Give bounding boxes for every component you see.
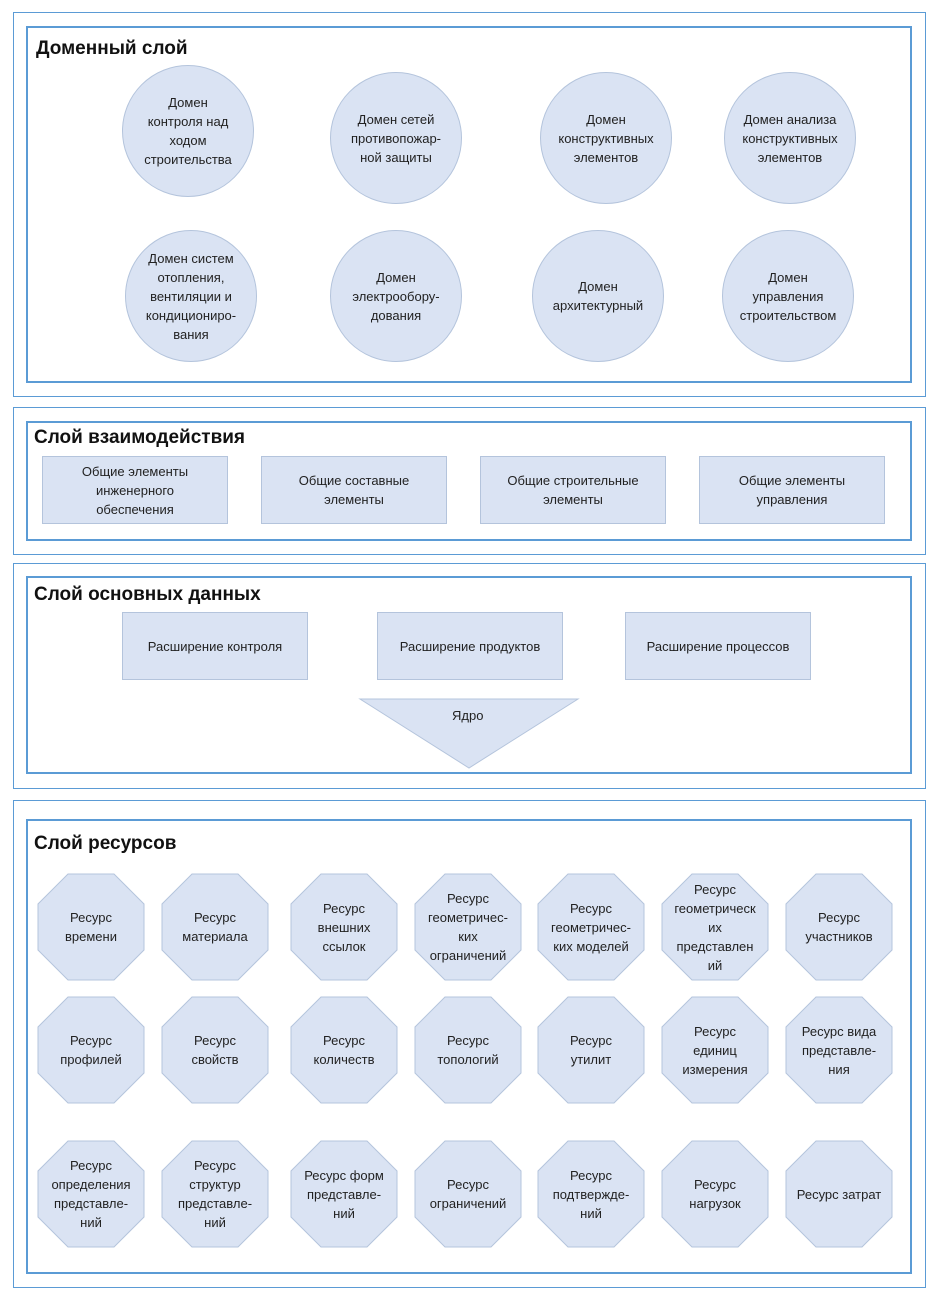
resource-layer-frame (13, 800, 926, 1288)
octagon-shape (537, 996, 645, 1104)
resource-representation-structure: Ресурс структур представле- ний (161, 1140, 269, 1248)
resource-costs: Ресурс затрат (785, 1140, 893, 1248)
octagon-shape (414, 873, 522, 981)
octagon-shape (414, 1140, 522, 1248)
resource-constraints: Ресурс ограничений (414, 1140, 522, 1248)
resource-measure-units: Ресурс единиц измерения (661, 996, 769, 1104)
domain-structural-elements: Домен конструктивных элементов (540, 72, 672, 204)
resource-geometric-representations: Ресурс геометрическ их представлен ий (661, 873, 769, 981)
extension-products: Расширение продуктов (377, 612, 563, 680)
interop-engineering-elements: Общие элементы инженерного обеспечения (42, 456, 228, 524)
octagon-shape (37, 1140, 145, 1248)
resource-properties: Ресурс свойств (161, 996, 269, 1104)
octagon-shape (785, 1140, 893, 1248)
domain-architectural: Домен архитектурный (532, 230, 664, 362)
octagon-shape (785, 873, 893, 981)
resource-layer-title: Слой ресурсов (34, 833, 177, 854)
resource-utilities: Ресурс утилит (537, 996, 645, 1104)
octagon-shape (661, 1140, 769, 1248)
resource-representation-forms: Ресурс форм представле- ний (290, 1140, 398, 1248)
domain-structural-analysis: Домен анализа конструктивных элементов (724, 72, 856, 204)
octagon-shape (290, 996, 398, 1104)
interop-layer-frame (13, 407, 926, 555)
octagon-shape (161, 996, 269, 1104)
resource-time: Ресурс времени (37, 873, 145, 981)
octagon-shape (290, 1140, 398, 1248)
octagon-shape (161, 1140, 269, 1248)
interop-building-elements: Общие строительные элементы (480, 456, 666, 524)
extension-processes: Расширение процессов (625, 612, 811, 680)
resource-quantities: Ресурс количеств (290, 996, 398, 1104)
interop-layer-title: Слой взаимодействия (34, 427, 246, 448)
resource-geometric-models: Ресурс геометричес- ких моделей (537, 873, 645, 981)
octagon-shape (661, 996, 769, 1104)
resource-profiles: Ресурс профилей (37, 996, 145, 1104)
resource-geometric-constraints: Ресурс геометричес- ких ограничений (414, 873, 522, 981)
octagon-shape (785, 996, 893, 1104)
domain-fire-protection: Домен сетей противопожар- ной защиты (330, 72, 462, 204)
interop-composite-elements: Общие составные элементы (261, 456, 447, 524)
octagon-shape (161, 873, 269, 981)
resource-material: Ресурс материала (161, 873, 269, 981)
resource-approvals: Ресурс подтвержде- ний (537, 1140, 645, 1248)
resource-representation-view: Ресурс вида представле- ния (785, 996, 893, 1104)
resource-representation-definition: Ресурс определения представле- ний (37, 1140, 145, 1248)
resource-actors: Ресурс участников (785, 873, 893, 981)
domain-construction-control: Домен контроля над ходом строительства (122, 65, 254, 197)
octagon-shape (37, 996, 145, 1104)
resource-external-references: Ресурс внешних ссылок (290, 873, 398, 981)
resource-topology: Ресурс топологий (414, 996, 522, 1104)
interop-management-elements: Общие элементы управления (699, 456, 885, 524)
resource-loads: Ресурс нагрузок (661, 1140, 769, 1248)
octagon-shape (537, 1140, 645, 1248)
core-triangle (358, 698, 580, 769)
octagon-shape (537, 873, 645, 981)
domain-construction-management: Домен управления строительством (722, 230, 854, 362)
octagon-shape (414, 996, 522, 1104)
core-layer-frame (13, 563, 926, 789)
domain-layer-frame (13, 12, 926, 397)
domain-electrical: Домен электрообору- дования (330, 230, 462, 362)
core-label: Ядро (452, 708, 484, 723)
octagon-shape (290, 873, 398, 981)
octagon-shape (37, 873, 145, 981)
extension-control: Расширение контроля (122, 612, 308, 680)
octagon-shape (661, 873, 769, 981)
domain-layer-title: Доменный слой (36, 38, 188, 59)
core-layer-title: Слой основных данных (34, 584, 261, 605)
domain-hvac: Домен систем отопления, вентиляции и кон… (125, 230, 257, 362)
